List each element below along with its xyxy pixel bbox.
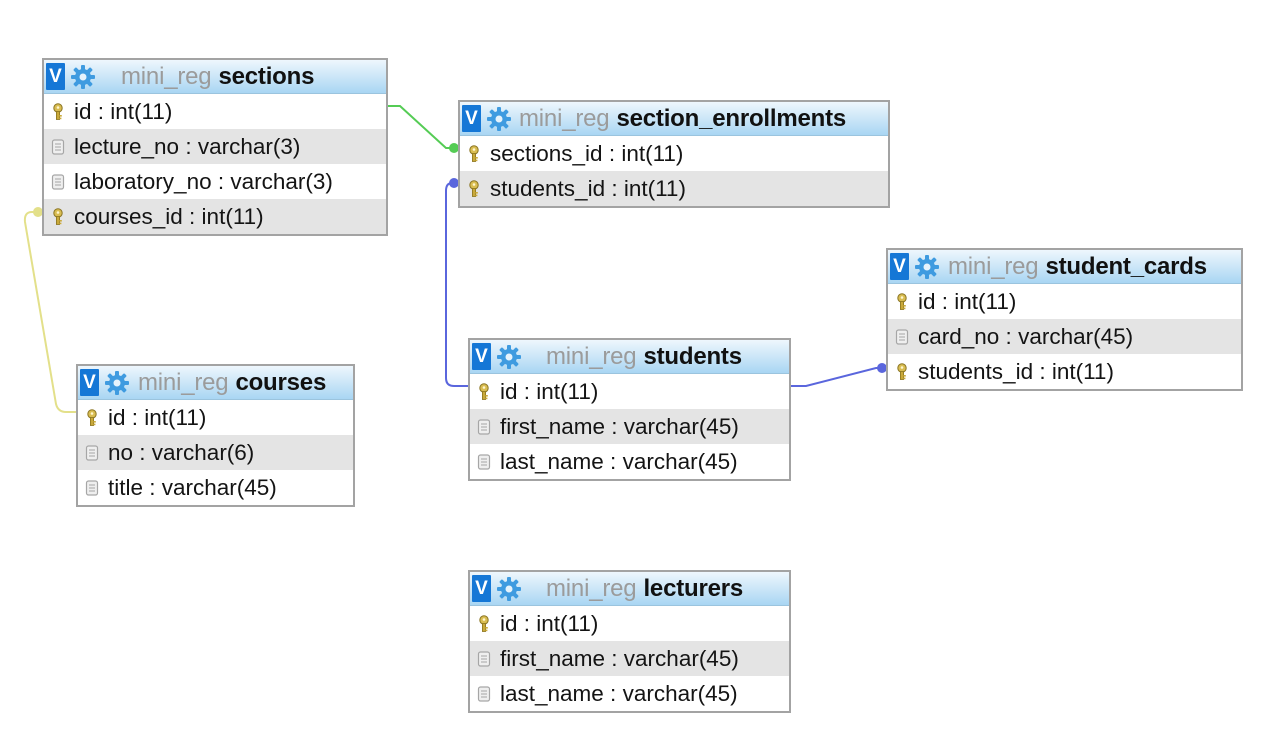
gear-icon[interactable] <box>914 254 940 280</box>
column-icon <box>477 685 491 702</box>
column-icon <box>895 328 909 345</box>
relation-line-sections-courses[interactable] <box>23 211 78 413</box>
gear-icon[interactable] <box>486 106 512 132</box>
toggle-columns-button[interactable]: V <box>472 575 491 602</box>
key-icon <box>87 408 97 426</box>
toggle-columns-button[interactable]: V <box>46 63 65 90</box>
column-icon <box>85 479 99 496</box>
gear-icon[interactable] <box>70 64 96 90</box>
column-icon <box>51 138 65 155</box>
toggle-columns-button[interactable]: V <box>80 369 99 396</box>
gear-icon[interactable] <box>496 576 522 602</box>
key-icon <box>53 207 63 225</box>
toggle-columns-button[interactable]: V <box>890 253 909 280</box>
column-row[interactable]: laboratory_no : varchar(3) <box>44 164 386 199</box>
column-row[interactable]: last_name : varchar(45) <box>470 444 789 479</box>
column-list: id : int(11) lecture_no : varchar(3) lab… <box>44 94 386 234</box>
key-icon <box>469 144 479 162</box>
table-name: sections <box>218 63 315 90</box>
gear-icon[interactable] <box>104 370 130 396</box>
database-name: mini_reg <box>546 343 637 370</box>
key-icon <box>897 292 907 310</box>
database-name: mini_reg <box>948 253 1039 280</box>
relation-endpoint-dot[interactable] <box>449 143 459 153</box>
toggle-columns-button[interactable]: V <box>462 105 481 132</box>
column-list: id : int(11) card_no : varchar(45) stude… <box>888 284 1241 389</box>
relation-line-section-enrollments-sections[interactable] <box>388 105 458 149</box>
table-name: section_enrollments <box>616 105 847 132</box>
column-icon <box>477 453 491 470</box>
key-icon <box>479 382 489 400</box>
column-icon <box>51 173 65 190</box>
relation-line-student-cards-students[interactable] <box>791 367 886 387</box>
toggle-columns-button[interactable]: V <box>472 343 491 370</box>
key-icon <box>469 179 479 197</box>
column-row[interactable]: id : int(11) <box>78 400 353 435</box>
key-icon <box>897 362 907 380</box>
column-row[interactable]: lecture_no : varchar(3) <box>44 129 386 164</box>
column-row[interactable]: students_id : int(11) <box>888 354 1241 389</box>
column-row[interactable]: courses_id : int(11) <box>44 199 386 234</box>
column-row[interactable]: sections_id : int(11) <box>460 136 888 171</box>
column-row[interactable]: title : varchar(45) <box>78 470 353 505</box>
relation-endpoint-dot[interactable] <box>449 178 459 188</box>
key-icon <box>479 614 489 632</box>
database-name: mini_reg <box>546 575 637 602</box>
column-row[interactable]: no : varchar(6) <box>78 435 353 470</box>
database-name: mini_reg <box>121 63 212 90</box>
table-name: students <box>643 343 742 370</box>
column-row[interactable]: card_no : varchar(45) <box>888 319 1241 354</box>
column-row[interactable]: first_name : varchar(45) <box>470 409 789 444</box>
column-row[interactable]: id : int(11) <box>44 94 386 129</box>
column-list: id : int(11) first_name : varchar(45) la… <box>470 606 789 711</box>
column-row[interactable]: id : int(11) <box>470 606 789 641</box>
column-list: id : int(11) no : varchar(6) title : var… <box>78 400 353 505</box>
key-icon <box>53 102 63 120</box>
column-row[interactable]: students_id : int(11) <box>460 171 888 206</box>
database-name: mini_reg <box>138 369 229 396</box>
column-row[interactable]: last_name : varchar(45) <box>470 676 789 711</box>
column-icon <box>477 650 491 667</box>
column-icon <box>85 444 99 461</box>
gear-icon[interactable] <box>496 344 522 370</box>
column-row[interactable]: first_name : varchar(45) <box>470 641 789 676</box>
column-icon <box>477 418 491 435</box>
column-row[interactable]: id : int(11) <box>888 284 1241 319</box>
relation-endpoint-dot[interactable] <box>33 207 43 217</box>
column-list: sections_id : int(11) students_id : int(… <box>460 136 888 206</box>
table-name: student_cards <box>1045 253 1207 280</box>
table-name: lecturers <box>643 575 744 602</box>
column-row[interactable]: id : int(11) <box>470 374 789 409</box>
table-name: courses <box>235 369 327 396</box>
relation-line-section-enrollments-students[interactable] <box>445 182 468 387</box>
column-list: id : int(11) first_name : varchar(45) la… <box>470 374 789 479</box>
database-name: mini_reg <box>519 105 610 132</box>
relation-endpoint-dot[interactable] <box>877 363 887 373</box>
